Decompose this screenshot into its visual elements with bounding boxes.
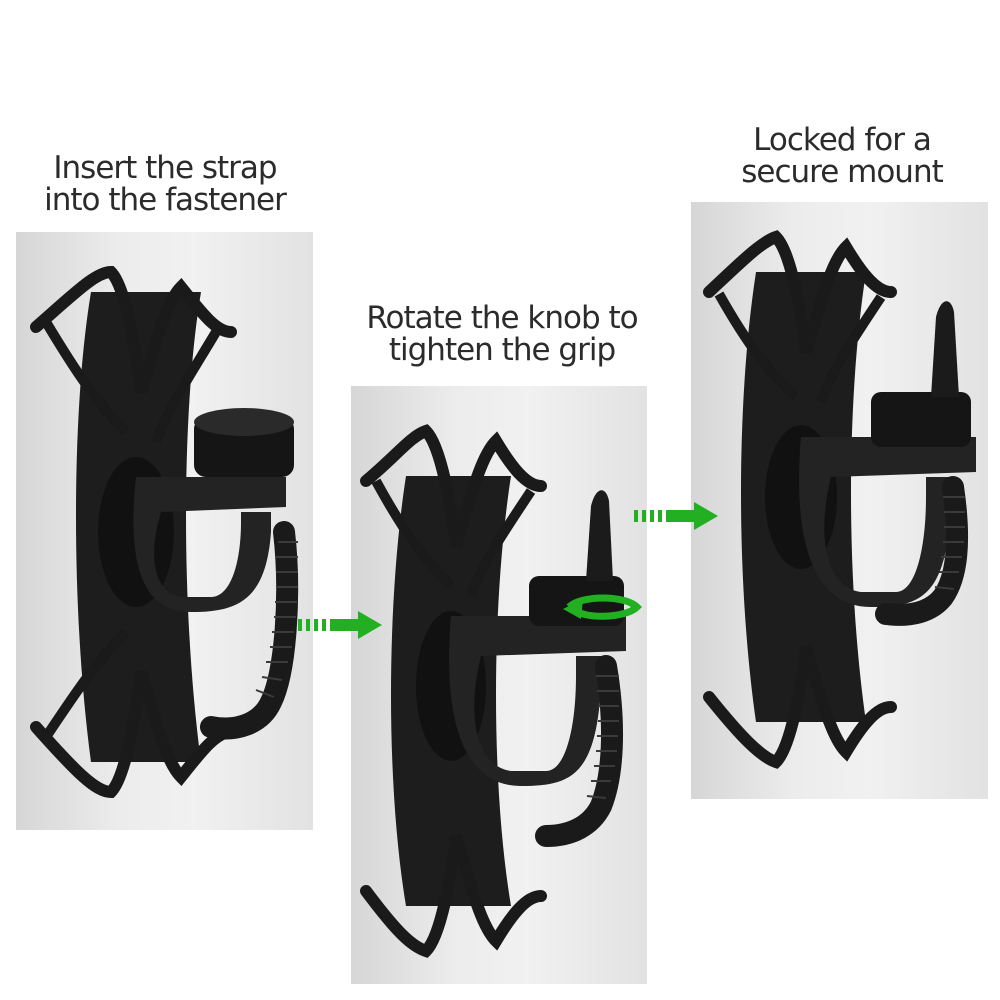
step-1-caption: Insert the strap into the fastener [44, 150, 287, 218]
green-rotate-arrow-icon [563, 594, 642, 620]
green-right-arrow-icon [634, 502, 718, 530]
step-1-panel [16, 232, 313, 830]
step-2-panel [351, 386, 647, 984]
phone-mount-image-locked [703, 230, 976, 769]
green-right-arrow-icon [298, 611, 382, 639]
step-3-caption: Locked for a secure mount [741, 122, 944, 190]
step-2-caption: Rotate the knob to tighten the grip [366, 300, 638, 368]
phone-mount-image-strap-inserted [30, 265, 299, 799]
step-3-panel [691, 202, 988, 799]
phone-mount-image-knob-rotating [360, 424, 626, 958]
